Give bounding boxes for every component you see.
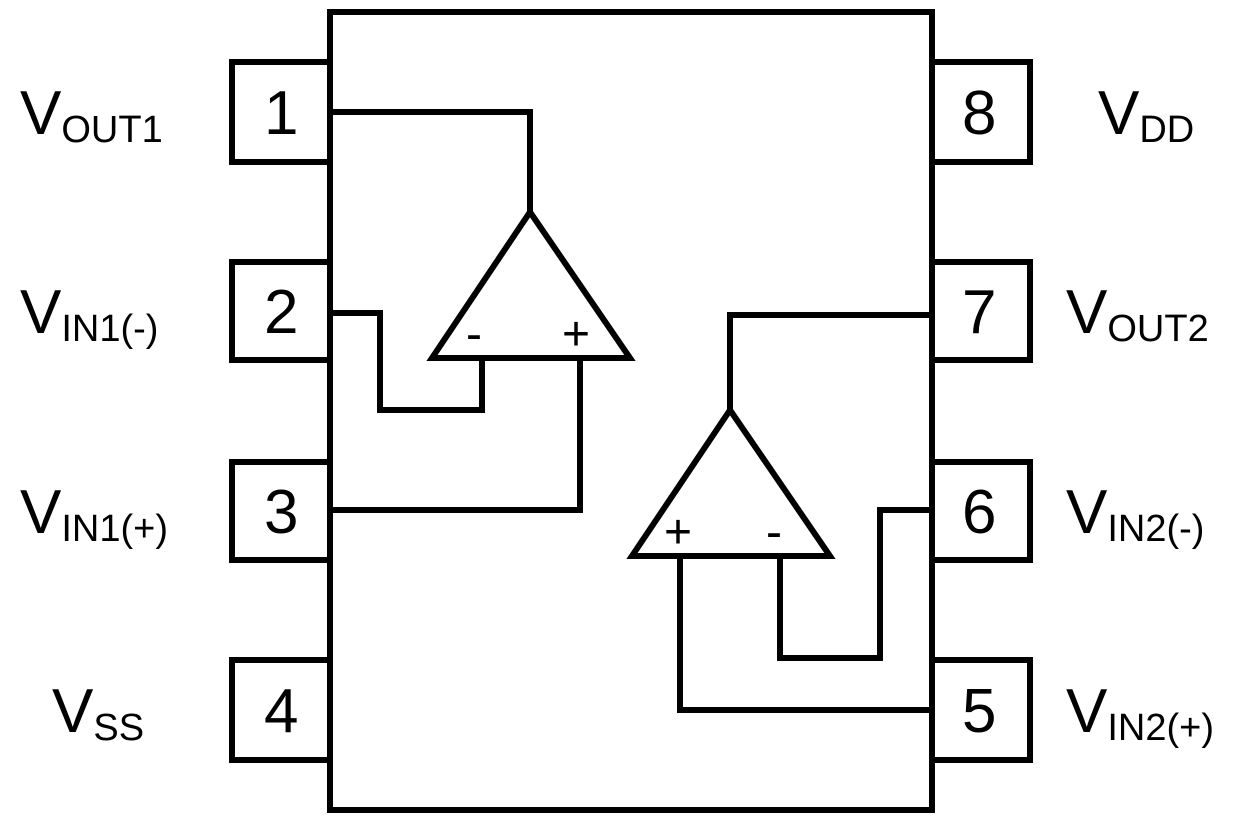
pin-5-number: 5 [962, 677, 996, 746]
pin-5-label: VIN2(+) [1066, 677, 1214, 749]
pin-1-number: 1 [264, 79, 298, 148]
pin-4-label: VSS [52, 677, 144, 749]
pin-4-number: 4 [264, 677, 298, 746]
wire-pin2-inverting [333, 310, 485, 413]
opamp-2-minus-sign: - [766, 506, 782, 559]
pin-7-box [929, 259, 1033, 363]
pin-6-box [929, 459, 1033, 563]
wire-pin5-noninverting [677, 556, 929, 713]
pin-3-number: 3 [264, 478, 298, 547]
pin-7-label: VOUT2 [1066, 278, 1209, 350]
pin-2-box [229, 259, 333, 363]
pin-8-box [929, 59, 1033, 165]
opamp-2-plus-sign: + [664, 506, 692, 559]
pin-8-number: 8 [962, 79, 996, 148]
pin-4-box [229, 657, 333, 763]
wire-pin6-inverting [777, 507, 929, 661]
pin-7-number: 7 [962, 278, 996, 347]
pin-3-label: VIN1(+) [20, 478, 168, 550]
pin-6-label: VIN2(-) [1066, 478, 1204, 550]
wire-pin1-output [333, 109, 533, 212]
pin-5-box [929, 657, 1033, 763]
opamp-1-minus-sign: - [466, 308, 482, 361]
wire-pin3-noninverting [333, 358, 583, 513]
opamp-1-plus-sign: + [562, 308, 590, 361]
pin-3-box [229, 459, 333, 563]
opamp-2-triangle [626, 404, 836, 559]
pin-1-label: VOUT1 [20, 79, 163, 151]
pin-8-label: VDD [1098, 79, 1194, 151]
pin-2-label: VIN1(-) [20, 278, 158, 350]
pin-1-box [229, 59, 333, 165]
opamp-1-triangle [426, 206, 636, 361]
wire-pin7-output [727, 312, 929, 410]
pin-6-number: 6 [962, 478, 996, 547]
pin-2-number: 2 [264, 278, 298, 347]
